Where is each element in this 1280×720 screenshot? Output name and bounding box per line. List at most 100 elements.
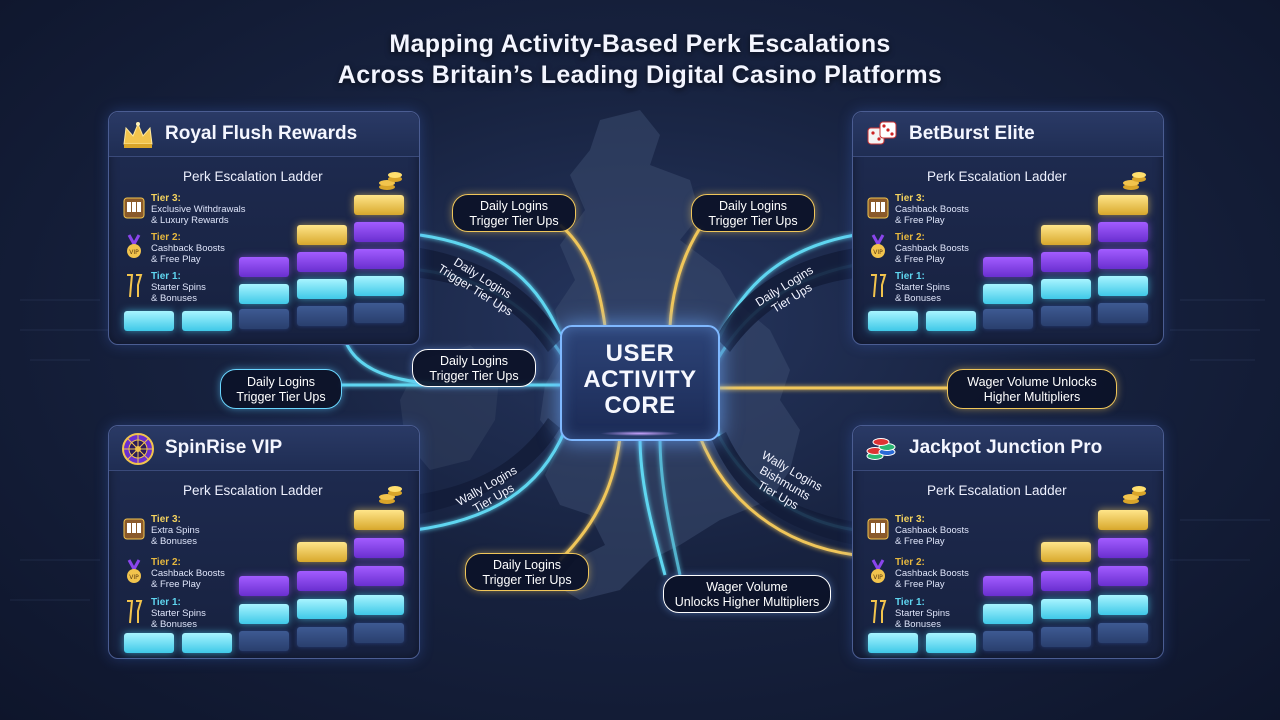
ladder-block — [297, 599, 347, 619]
ladder-block — [239, 309, 289, 329]
ladder-block — [297, 571, 347, 591]
core-glow-bar — [600, 431, 680, 436]
ladder-block — [1098, 303, 1148, 323]
pill-line-1: Daily Logins — [479, 199, 549, 213]
tier-2-row: VIP Tier 2: Cashback Boosts & Free Play — [123, 232, 313, 268]
champagne-icon — [127, 274, 143, 298]
user-activity-core: USER ACTIVITY CORE — [560, 325, 720, 441]
ladder-block — [1098, 510, 1148, 530]
tier-description: Exclusive Withdrawals & Luxury Rewards — [151, 204, 246, 226]
svg-text:VIP: VIP — [129, 249, 139, 256]
crown-icon — [123, 122, 153, 148]
ladder-block — [1098, 623, 1148, 643]
connector-label-wager-volume-1: Wager Volume Unlocks Higher Multipliers — [947, 369, 1117, 409]
band-top-left — [420, 248, 562, 352]
connector-label-daily-logins-3: Daily Logins Trigger Tier Ups — [412, 349, 536, 387]
pill-line-1: Wager Volume Unlocks — [967, 375, 1097, 389]
ladder-block — [1041, 627, 1091, 647]
panel-header: BetBurst Elite — [853, 112, 1163, 157]
panel-header: SpinRise VIP — [109, 426, 419, 471]
tier-name: Tier 1: — [895, 271, 925, 282]
coin-stack-icon — [1123, 486, 1146, 504]
svg-text:VIP: VIP — [129, 574, 139, 581]
ladder-block — [926, 633, 976, 653]
vip-medal-icon: VIP — [871, 559, 885, 583]
connector-label-wager-volume-2: Wager Volume Unlocks Higher Multipliers — [663, 575, 831, 613]
ladder-block — [297, 627, 347, 647]
connector-cyan-bottom-left — [414, 429, 567, 532]
connector-gold-top-right — [668, 227, 702, 327]
ladder-block — [1098, 222, 1148, 242]
tier-description: Cashback Boosts & Free Play — [895, 568, 969, 590]
ladder-title: Perk Escalation Ladder — [183, 169, 323, 184]
ladder-block — [983, 576, 1033, 596]
chips-icon — [866, 438, 896, 460]
ladder-title: Perk Escalation Ladder — [183, 483, 323, 498]
ladder-block — [297, 542, 347, 562]
panel-header: Royal Flush Rewards — [109, 112, 419, 157]
slot-machine-icon — [123, 197, 145, 219]
connector-label-daily-logins-1: Daily Logins Trigger Tier Ups — [452, 194, 576, 232]
ladder-block — [983, 631, 1033, 651]
ladder-block — [297, 306, 347, 326]
tier-name: Tier 3: — [151, 193, 181, 204]
ladder-block — [239, 284, 289, 304]
ladder-block — [1041, 279, 1091, 299]
tier-name: Tier 2: — [151, 232, 181, 243]
band-bottom-right — [712, 432, 855, 545]
ladder-block — [239, 576, 289, 596]
tier-3-row: Tier 3: Exclusive Withdrawals & Luxury R… — [123, 193, 313, 229]
tier-3-row: Tier 3: Cashback Boosts & Free Play — [867, 193, 1057, 229]
tier-name: Tier 1: — [895, 597, 925, 608]
vip-medal-icon: VIP — [127, 234, 141, 258]
ladder-block — [354, 510, 404, 530]
ladder-block — [354, 566, 404, 586]
ladder-block — [1041, 599, 1091, 619]
tier-description: Starter Spins & Bonuses — [895, 608, 950, 630]
ladder-block — [354, 222, 404, 242]
ladder-block — [1098, 276, 1148, 296]
band-bottom-left — [415, 418, 560, 515]
ladder-block — [1041, 571, 1091, 591]
vip-medal-icon: VIP — [871, 234, 885, 258]
ladder-block — [868, 633, 918, 653]
pill-line-1: Daily Logins — [246, 375, 316, 389]
tier-name: Tier 2: — [151, 557, 181, 568]
dice-icon — [867, 121, 897, 145]
champagne-icon — [127, 600, 143, 624]
tier-description: Cashback Boosts & Free Play — [895, 243, 969, 265]
pill-line-2: Higher Multipliers — [983, 390, 1081, 404]
tier-name: Tier 2: — [895, 557, 925, 568]
tier-description: Cashback Boosts & Free Play — [895, 525, 969, 547]
tier-description: Cashback Boosts & Free Play — [895, 204, 969, 226]
connector-label-daily-logins-5: Daily Logins Trigger Tier Ups — [465, 553, 589, 591]
connector-cyan-bottom-mid2 — [658, 436, 682, 576]
ladder-block — [354, 303, 404, 323]
connector-cyan-top-left — [419, 233, 567, 346]
ladder-block — [1098, 249, 1148, 269]
ladder-block — [354, 195, 404, 215]
panel-title: Royal Flush Rewards — [165, 123, 358, 144]
pill-line-2: Trigger Tier Ups — [708, 214, 798, 228]
ladder-block — [297, 252, 347, 272]
panel-betburst-elite: BetBurst Elite Perk Escalation Ladder Ti… — [852, 111, 1164, 345]
tier-name: Tier 1: — [151, 271, 181, 282]
ladder-block — [182, 311, 232, 331]
tier-1-row: Tier 1: Starter Spins & Bonuses — [867, 597, 1057, 633]
pill-line-1: Daily Logins — [718, 199, 788, 213]
pill-line-2: Trigger Tier Ups — [429, 369, 519, 383]
svg-text:VIP: VIP — [873, 249, 883, 256]
ladder-block — [1041, 542, 1091, 562]
tier-name: Tier 3: — [895, 514, 925, 525]
core-label: USER ACTIVITY CORE — [583, 340, 697, 419]
slot-machine-icon — [867, 197, 889, 219]
svg-text:VIP: VIP — [873, 574, 883, 581]
tier-1-row: Tier 1: Starter Spins & Bonuses — [123, 597, 313, 633]
ladder-block — [1098, 595, 1148, 615]
ladder-block — [868, 311, 918, 331]
pill-line-2: Trigger Tier Ups — [469, 214, 559, 228]
coin-stack-icon — [379, 486, 402, 504]
tier-3-row: Tier 3: Cashback Boosts & Free Play — [867, 514, 1057, 550]
pill-line-2: Trigger Tier Ups — [482, 573, 572, 587]
connector-cyan-bottom-mid — [638, 436, 667, 576]
